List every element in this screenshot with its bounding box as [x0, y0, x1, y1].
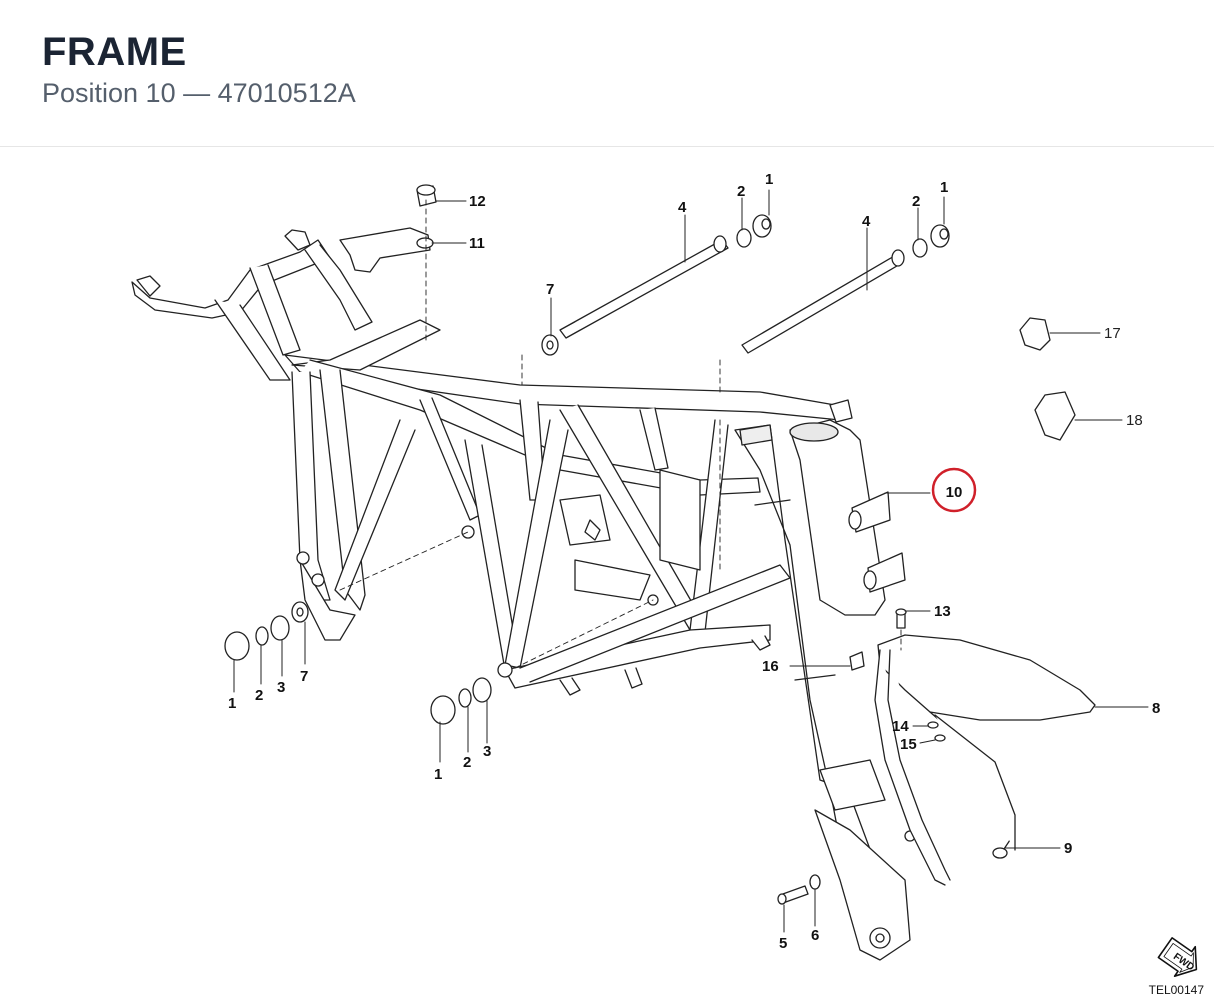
callout-15: 15 — [900, 736, 917, 753]
callout-18: 18 — [1126, 412, 1143, 429]
callout-1-top-right: 1 — [940, 179, 948, 196]
spacers — [291, 334, 559, 623]
axle-bolts — [559, 235, 905, 354]
top-bracket — [339, 184, 437, 273]
callout-leaders — [233, 189, 1149, 933]
callout-6: 6 — [811, 927, 819, 944]
fwd-arrow-icon: FWD — [1157, 937, 1198, 977]
drawing-code: TEL00147 — [1148, 983, 1204, 997]
callout-16: 16 — [762, 658, 779, 675]
callout-9: 9 — [1064, 840, 1072, 857]
bushing-sets — [224, 214, 950, 725]
callout-2-lower-mid: 2 — [463, 754, 471, 771]
clamps — [1019, 317, 1076, 441]
callout-17: 17 — [1104, 325, 1121, 342]
callout-1-top-left: 1 — [765, 171, 773, 188]
steering-head-pegs — [848, 491, 906, 593]
callout-1-lower-left: 1 — [228, 695, 236, 712]
callout-labels: 12 11 4 2 1 4 2 1 7 17 18 13 8 9 16 14 1… — [228, 171, 1160, 952]
callout-5: 5 — [779, 935, 787, 952]
callout-3-lower-left: 3 — [277, 679, 285, 696]
callout-4-right: 4 — [862, 213, 871, 230]
callout-4-left: 4 — [678, 199, 687, 216]
callout-3-lower-mid: 3 — [483, 743, 491, 760]
callout-11: 11 — [469, 235, 485, 252]
callout-14: 14 — [892, 718, 909, 735]
callout-13: 13 — [934, 603, 951, 620]
front-mudguard — [874, 634, 1096, 886]
callout-12: 12 — [469, 193, 486, 210]
callout-7-lower: 7 — [300, 668, 308, 685]
page-title: FRAME — [42, 30, 187, 74]
callout-1-lower-mid: 1 — [434, 766, 442, 783]
callout-2-top-right: 2 — [912, 193, 920, 210]
small-hardware — [777, 608, 946, 905]
frame-assembly — [131, 229, 886, 696]
callout-2-top-left: 2 — [737, 183, 745, 200]
assembly-centerlines — [339, 199, 902, 669]
callout-2-lower-left: 2 — [255, 687, 263, 704]
fork-leg — [734, 424, 916, 961]
highlighted-callout-10[interactable]: 10 — [931, 467, 977, 513]
page-header: FRAME Position 10 — 47010512A — [0, 0, 1214, 147]
callout-10: 10 — [946, 484, 963, 501]
page-subtitle: Position 10 — 47010512A — [42, 78, 356, 108]
highlight-ring — [931, 467, 977, 513]
callout-7-upper: 7 — [546, 281, 554, 298]
callout-8: 8 — [1152, 700, 1160, 717]
